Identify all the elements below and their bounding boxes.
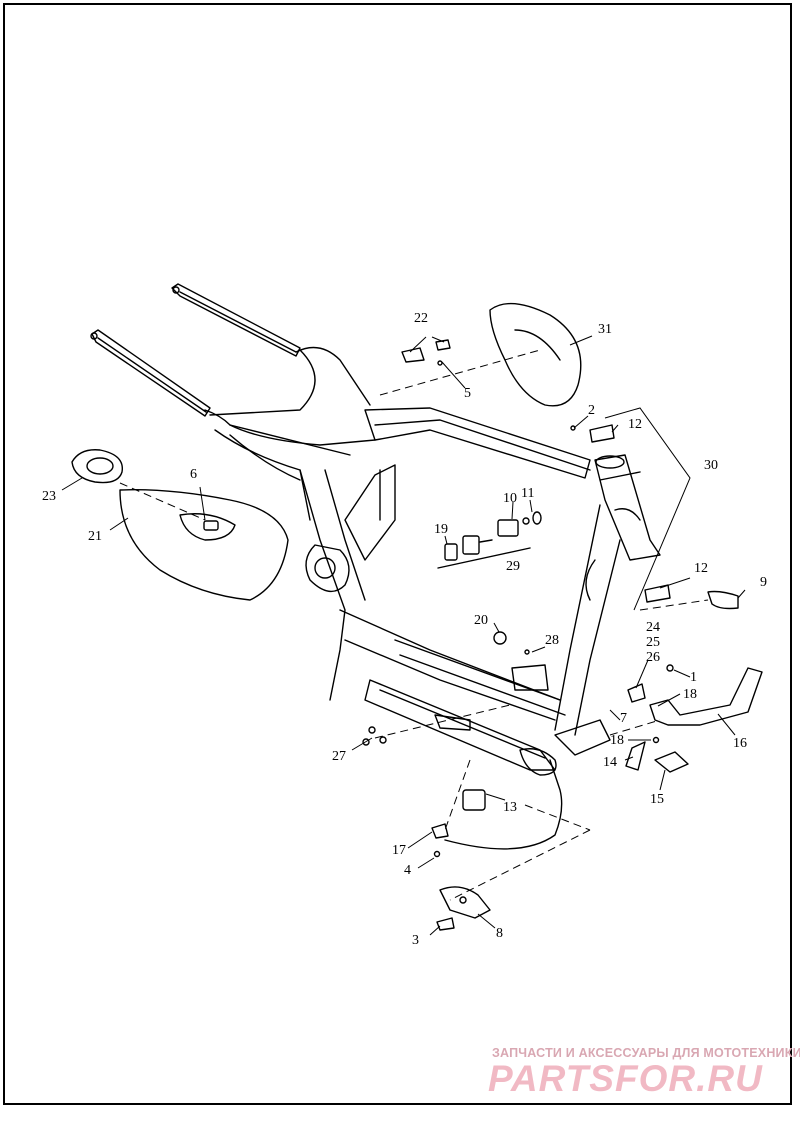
callout-29: 29	[506, 559, 520, 574]
part-31-cover	[489, 302, 582, 407]
callout-28: 28	[545, 633, 559, 648]
callout-1: 1	[690, 670, 697, 685]
callout-19: 19	[434, 522, 448, 537]
callout-21: 21	[88, 529, 102, 544]
lower-cradle	[364, 639, 611, 776]
part-23-cap	[71, 449, 124, 484]
callout-18a: 18	[683, 687, 697, 702]
callout-30: 30	[704, 458, 718, 473]
callout-4: 4	[404, 863, 411, 878]
watermark-logo-text: PARTSFOR.RU	[488, 1058, 763, 1099]
callout-7: 7	[620, 711, 627, 726]
callout-2: 2	[588, 403, 595, 418]
lower-parts	[431, 759, 563, 931]
frame-backbone	[214, 407, 591, 521]
small-hardware	[362, 339, 674, 858]
watermark-tagline: ЗАПЧАСТИ И АКСЕССУАРЫ ДЛЯ МОТОТЕХНИКИ	[492, 1046, 800, 1060]
rear-frame-section	[299, 464, 561, 721]
callout-31: 31	[598, 322, 612, 337]
ignition-switch-parts	[437, 511, 542, 569]
callout-26: 26	[646, 650, 660, 665]
callout-16: 16	[733, 736, 747, 751]
watermark-logo: PARTSFOR.RU	[488, 1058, 788, 1099]
callout-9: 9	[760, 575, 767, 590]
callout-27: 27	[332, 749, 346, 764]
callout-11: 11	[521, 486, 534, 501]
part-21-tank-panel	[119, 489, 289, 601]
callout-20: 20	[474, 613, 488, 628]
callout-5: 5	[464, 386, 471, 401]
drawing-frame	[3, 3, 792, 1105]
assembly-dashed-lines	[119, 349, 709, 901]
callout-12b: 12	[694, 561, 708, 576]
callout-3: 3	[412, 933, 419, 948]
callout-18b: 18	[610, 733, 624, 748]
callout-8: 8	[496, 926, 503, 941]
callout-labels: 22 5 31 2 12 30 6 23 21 10 11 19 29 12 9…	[42, 311, 767, 948]
callout-14: 14	[603, 755, 617, 770]
callout-24: 24	[646, 620, 660, 635]
callout-22: 22	[414, 311, 428, 326]
steering-head	[554, 454, 661, 736]
callout-15: 15	[650, 792, 664, 807]
callout-17: 17	[392, 843, 406, 858]
callout-23: 23	[42, 489, 56, 504]
callout-10: 10	[503, 491, 517, 506]
callout-25: 25	[646, 635, 660, 650]
leader-lines	[61, 335, 746, 936]
callout-6: 6	[190, 467, 197, 482]
rear-fork-rails	[90, 283, 371, 456]
callout-12a: 12	[628, 417, 642, 432]
callout-13: 13	[503, 800, 517, 815]
